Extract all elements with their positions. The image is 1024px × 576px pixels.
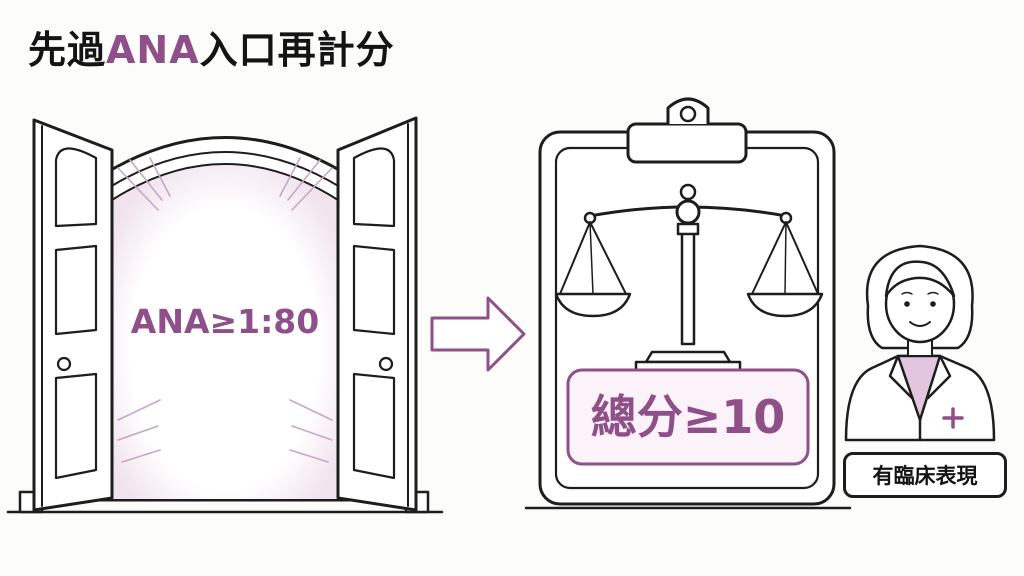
- score-box: [566, 368, 810, 466]
- ana-threshold-label: ANA≥1:80: [130, 302, 320, 341]
- light-rays: [117, 157, 333, 463]
- clinical-manifestation-badge: 有臨床表現: [843, 452, 1007, 498]
- right-door: [336, 116, 418, 512]
- right-arrow-icon: [430, 296, 526, 372]
- title-highlight: ANA: [106, 28, 200, 72]
- total-score-label: 總分≥10: [590, 390, 786, 444]
- page-title: 先過ANA入口再計分: [28, 26, 395, 74]
- title-suffix: 入口再計分: [199, 28, 395, 72]
- doorway-illustration: [6, 116, 444, 514]
- clipboard-illustration: [524, 97, 852, 510]
- left-door: [32, 118, 114, 512]
- medical-cross-icon: [942, 407, 964, 429]
- balance-scale-icon: [554, 183, 824, 374]
- doctor-illustration: [844, 244, 996, 442]
- title-prefix: 先過: [28, 28, 107, 72]
